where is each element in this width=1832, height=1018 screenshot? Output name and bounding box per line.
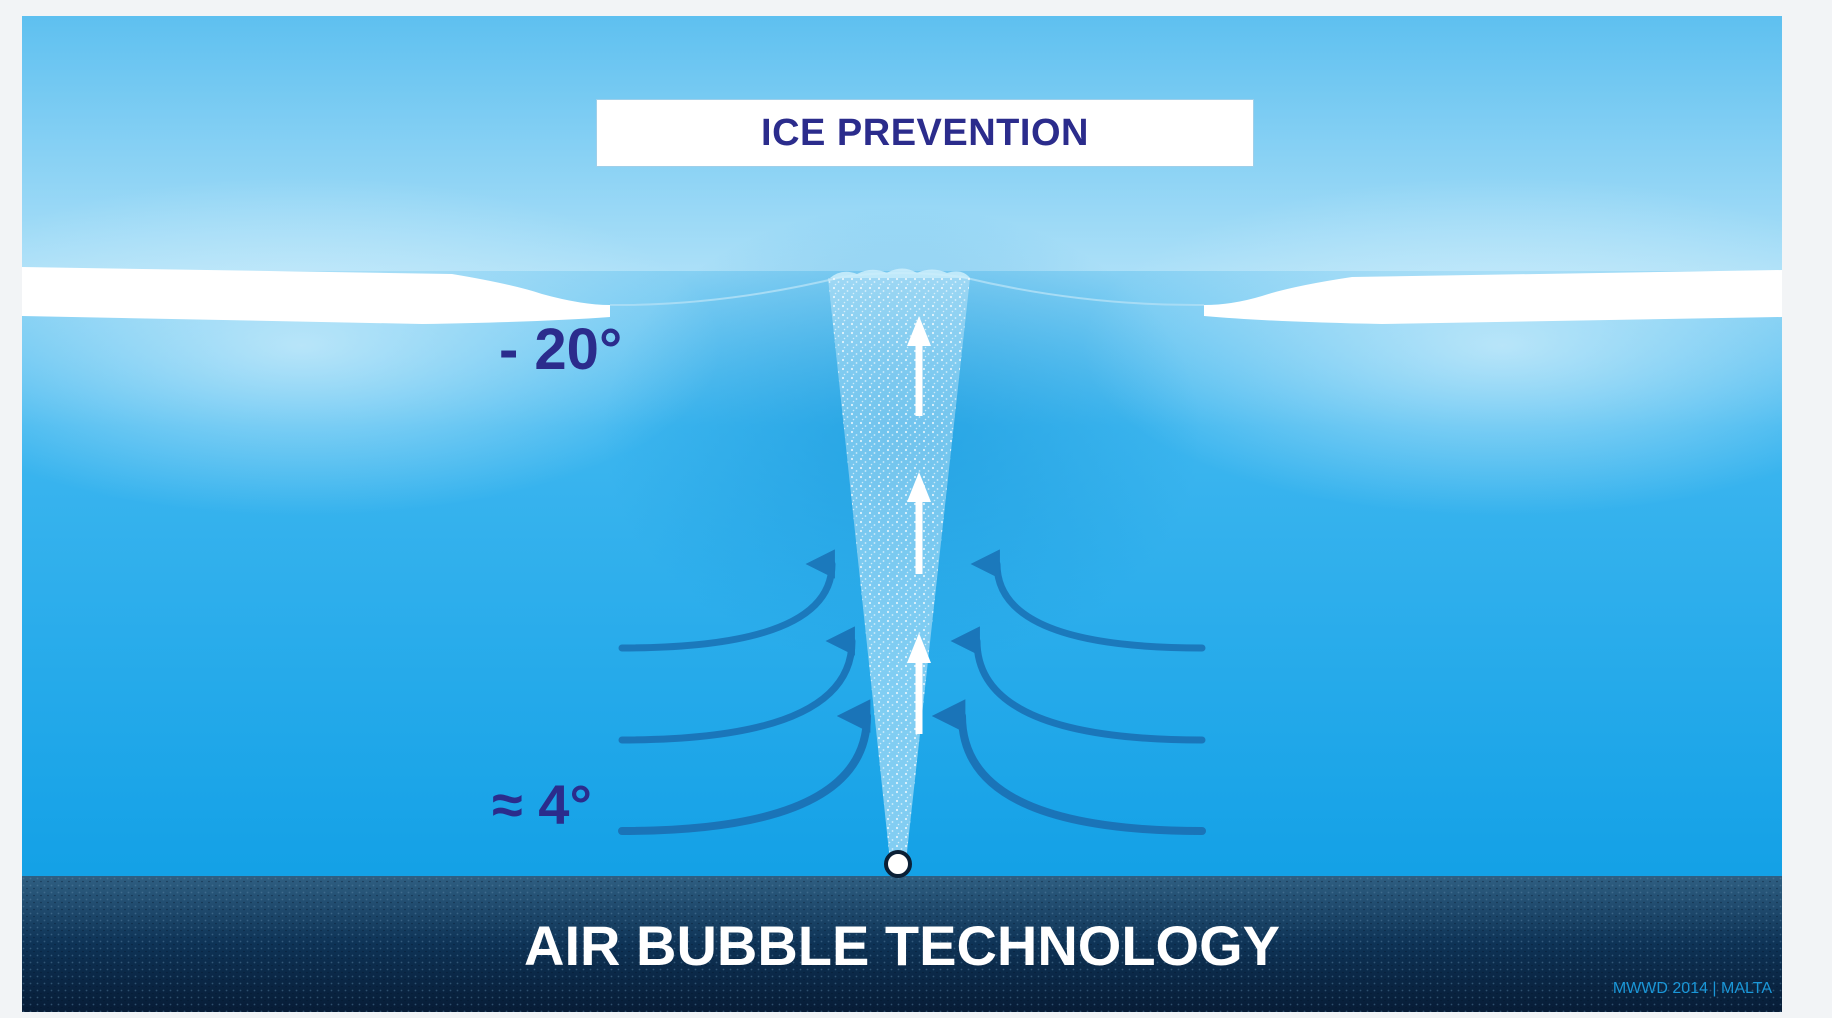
flow-arrow-right-middle bbox=[950, 626, 1206, 744]
diagram-title: ICE PREVENTION bbox=[761, 111, 1089, 154]
bubble-surface-foam bbox=[830, 268, 970, 278]
surface-temperature-label: - 20° bbox=[499, 317, 623, 382]
flow-arrow-left-middle bbox=[618, 626, 856, 744]
ice-sheet-left bbox=[22, 267, 610, 324]
bubble-arrow-middle bbox=[907, 472, 931, 574]
title-banner: ICE PREVENTION bbox=[596, 99, 1254, 167]
cold-water-left bbox=[22, 176, 722, 516]
diagram-graphic bbox=[22, 16, 1782, 1012]
credit-text: MWWD 2014 | MALTA bbox=[1612, 980, 1772, 997]
air-nozzle-icon bbox=[884, 850, 912, 878]
bubble-arrow-top bbox=[907, 316, 931, 416]
bottom-temperature-label: ≈ 4° bbox=[492, 773, 592, 836]
cold-water-right bbox=[1082, 176, 1782, 516]
flow-arrow-left-lower bbox=[618, 699, 871, 835]
flow-arrow-left-upper bbox=[618, 549, 836, 652]
seabed-texture bbox=[22, 876, 1782, 1012]
bubble-plume-dots bbox=[828, 278, 970, 861]
footer-title: AIR BUBBLE TECHNOLOGY bbox=[524, 914, 1280, 977]
bubble-arrow-bottom bbox=[907, 633, 931, 734]
flow-arrow-right-upper bbox=[970, 549, 1206, 652]
diagram-canvas: ICE PREVENTION - 20° ≈ 4° AIR BUBBLE TEC… bbox=[22, 16, 1782, 1012]
flow-arrow-right-lower bbox=[931, 699, 1206, 835]
ice-sheet-right bbox=[1204, 270, 1782, 324]
